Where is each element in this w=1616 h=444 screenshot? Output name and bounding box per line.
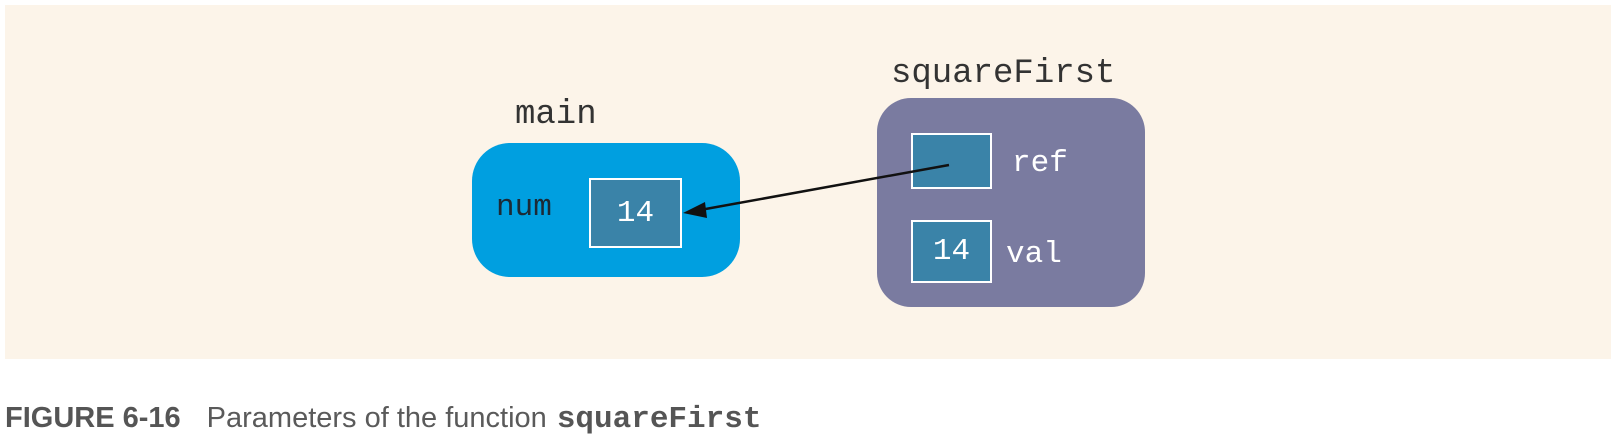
caption-figure-number: FIGURE 6-16 bbox=[5, 402, 181, 434]
squarefirst-frame-title: squareFirst bbox=[891, 55, 1116, 93]
val-label: val bbox=[1006, 237, 1062, 272]
caption-function-name: squareFirst bbox=[556, 402, 762, 437]
figure-caption: FIGURE 6-16 Parameters of the function s… bbox=[5, 402, 762, 437]
ref-cell bbox=[911, 133, 992, 189]
val-cell: 14 bbox=[911, 220, 992, 283]
ref-label: ref bbox=[1012, 146, 1068, 181]
num-cell: 14 bbox=[589, 178, 682, 248]
main-frame-title: main bbox=[515, 96, 597, 134]
num-label: num bbox=[496, 190, 552, 225]
caption-text: Parameters of the function bbox=[206, 402, 547, 434]
diagram-panel bbox=[5, 5, 1611, 359]
